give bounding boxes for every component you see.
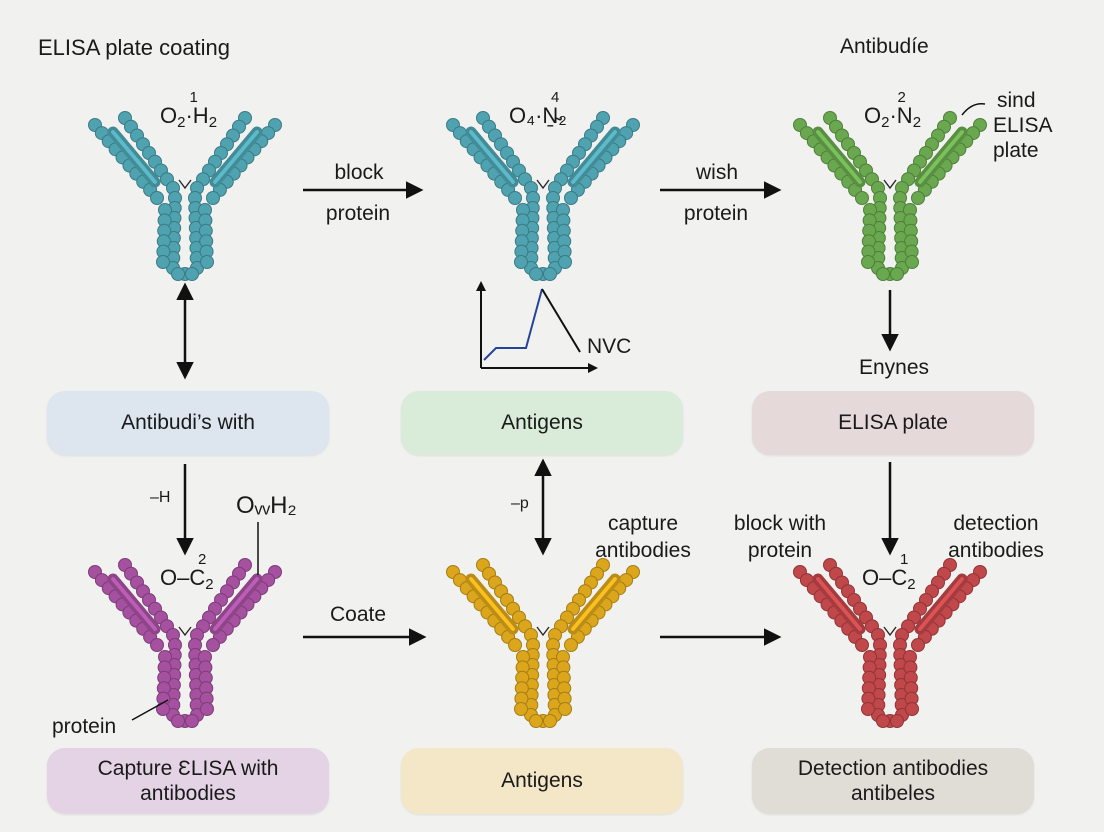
- label-capture-antibodies: capture antibodies: [595, 512, 691, 563]
- label-block-with-protein: block with protein: [733, 512, 827, 563]
- antibody-teal-center: [446, 111, 640, 281]
- box-elisa-plate: ELISA plate: [752, 391, 1034, 455]
- box-antigens-bottom: Antigens: [401, 748, 683, 814]
- label-sind-elisa-plate: sind ELISA plate: [993, 89, 1053, 163]
- label-nvc: NVC: [587, 335, 632, 358]
- formula-ovvh2: OᵥᵥH₂: [236, 492, 297, 519]
- title-elisa-plate-coating: ELISA plate coating: [38, 35, 231, 60]
- antibody-red: [793, 558, 987, 728]
- antibody-yellow: [446, 558, 640, 728]
- leader-protein: [131, 699, 169, 721]
- label-detection-antibodies: detection antibodies: [948, 512, 1044, 563]
- label-protein-1: protein: [325, 202, 391, 225]
- title-antibodie: Antibudíe: [840, 35, 929, 58]
- antibody-teal: [88, 111, 282, 281]
- mini-plot: [476, 281, 598, 373]
- label-p: –p: [511, 495, 529, 512]
- antibody-purple: [88, 558, 282, 728]
- leader-sind: [961, 102, 986, 116]
- label-enynes: Enynes: [858, 356, 930, 379]
- label-coate: Coate: [329, 603, 387, 626]
- antibody-green: [793, 111, 987, 281]
- label-block: block: [334, 161, 384, 184]
- label-wish: wish: [695, 161, 739, 184]
- label-protein-leader: protein: [52, 715, 117, 738]
- box-antigens-mid: Antigens: [401, 391, 683, 455]
- label-h: –H: [150, 489, 171, 506]
- label-protein-2: protein: [683, 202, 749, 225]
- box-antibudis-with: Antibudi’s with: [47, 391, 329, 455]
